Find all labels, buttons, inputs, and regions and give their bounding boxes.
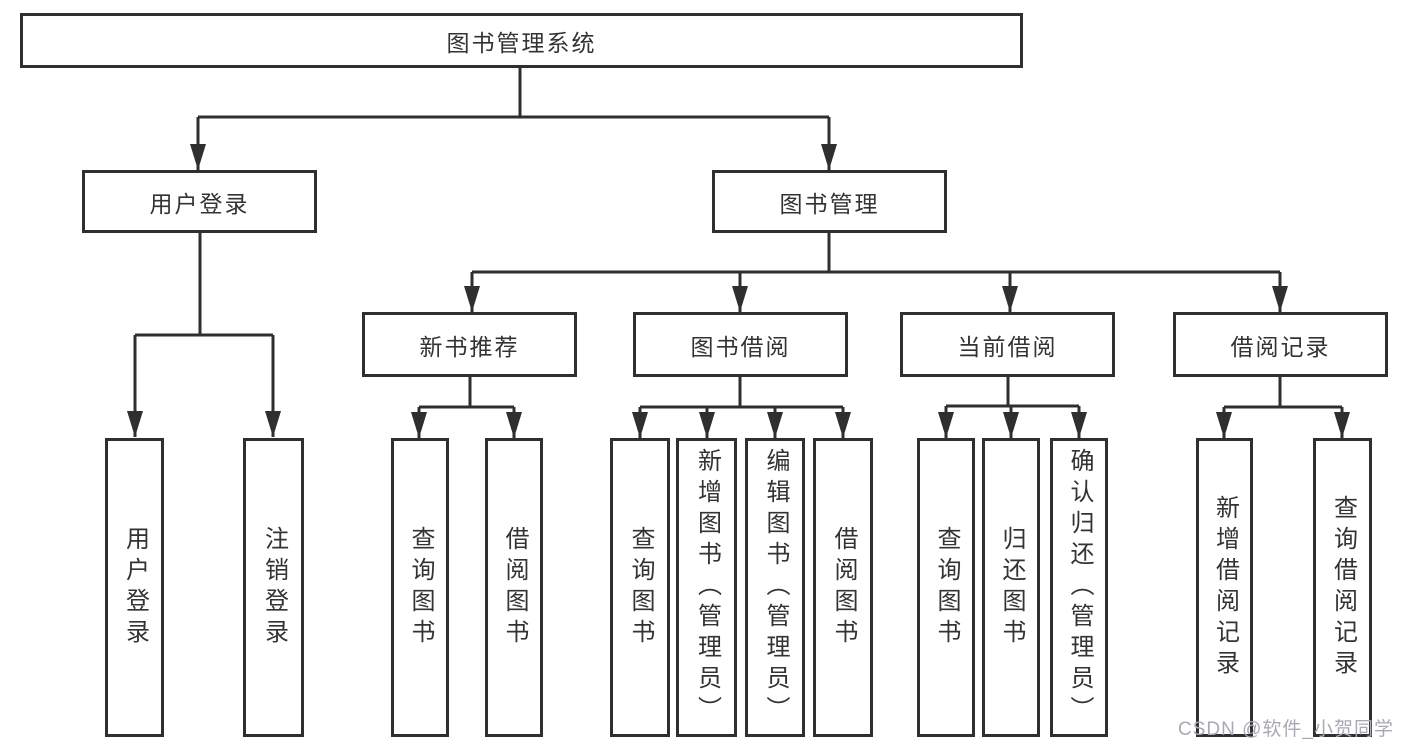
- node-current-borrow: 当前借阅: [900, 312, 1115, 377]
- arrowhead-icons: [127, 144, 1350, 438]
- leaf-recommend-query-book: 查询图书: [391, 438, 449, 737]
- node-user-login: 用户登录: [82, 170, 317, 233]
- leaf-return-book: 归还图书: [982, 438, 1040, 737]
- leaf-edit-book-admin: 编辑图书（管理员）: [745, 438, 805, 737]
- leaf-current-query-book: 查询图书: [917, 438, 975, 737]
- csdn-watermark: CSDN @软件_小贺同学: [1178, 719, 1394, 740]
- node-new-book-recommend: 新书推荐: [362, 312, 577, 377]
- leaf-logout: 注销登录: [243, 438, 304, 737]
- leaf-query-borrow-record: 查询借阅记录: [1313, 438, 1372, 737]
- leaf-add-book-admin: 新增图书（管理员）: [676, 438, 737, 737]
- leaf-borrow-query-book: 查询图书: [610, 438, 670, 737]
- leaf-borrow-book: 借阅图书: [813, 438, 873, 737]
- node-borrow-records: 借阅记录: [1173, 312, 1388, 377]
- node-book-management: 图书管理: [712, 170, 947, 233]
- leaf-add-borrow-record: 新增借阅记录: [1196, 438, 1253, 737]
- leaf-recommend-borrow-book: 借阅图书: [485, 438, 543, 737]
- node-book-borrow: 图书借阅: [633, 312, 848, 377]
- leaf-user-login: 用户登录: [105, 438, 164, 737]
- node-root-system: 图书管理系统: [20, 13, 1023, 68]
- leaf-confirm-return-admin: 确认归还（管理员）: [1050, 438, 1108, 737]
